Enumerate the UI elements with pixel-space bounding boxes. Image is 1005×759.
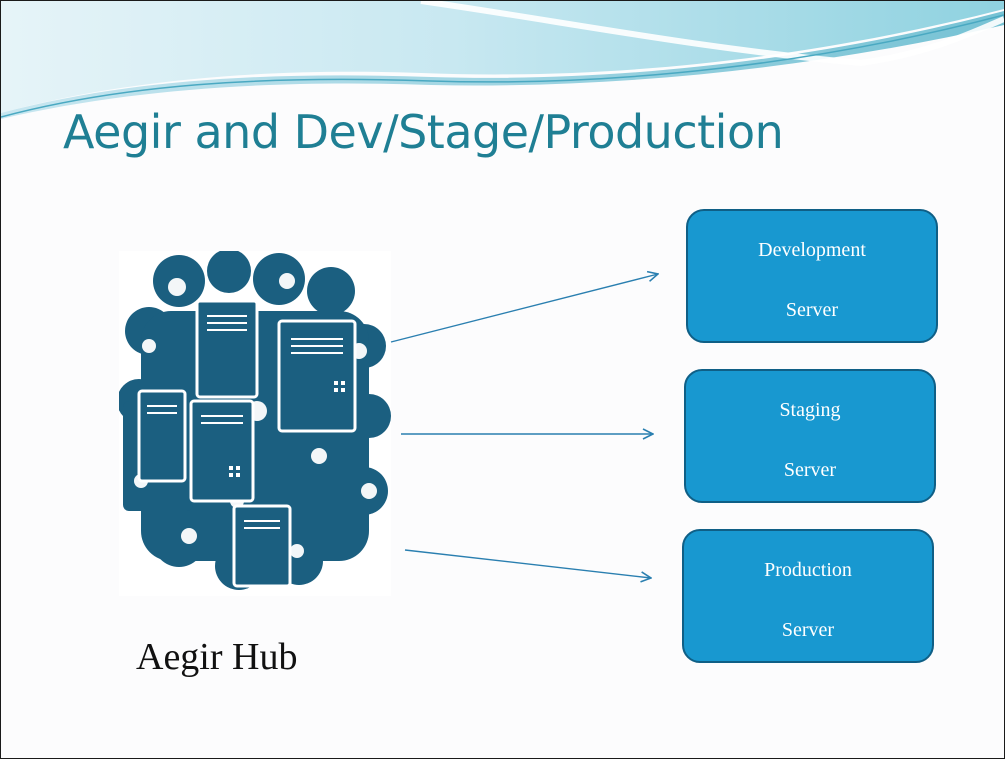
development-server-line1: Development xyxy=(758,239,866,261)
development-server-line2: Server xyxy=(785,299,839,321)
production-server-line1: Production xyxy=(764,559,852,581)
server-cloud-illustration xyxy=(119,251,391,596)
arrow-to-development xyxy=(390,274,658,343)
production-server-box: Production Server xyxy=(682,529,934,663)
staging-server-line2: Server xyxy=(783,459,837,481)
hub-label: Aegir Hub xyxy=(136,636,298,678)
staging-server-line1: Staging xyxy=(779,399,841,421)
arrow-to-production xyxy=(404,549,651,578)
slide-title: Aegir and Dev/Stage/Production xyxy=(63,105,784,159)
header-swoosh xyxy=(1,1,1004,119)
production-server-line2: Server xyxy=(781,619,835,641)
development-server-box: Development Server xyxy=(686,209,938,343)
staging-server-box: Staging Server xyxy=(684,369,936,503)
